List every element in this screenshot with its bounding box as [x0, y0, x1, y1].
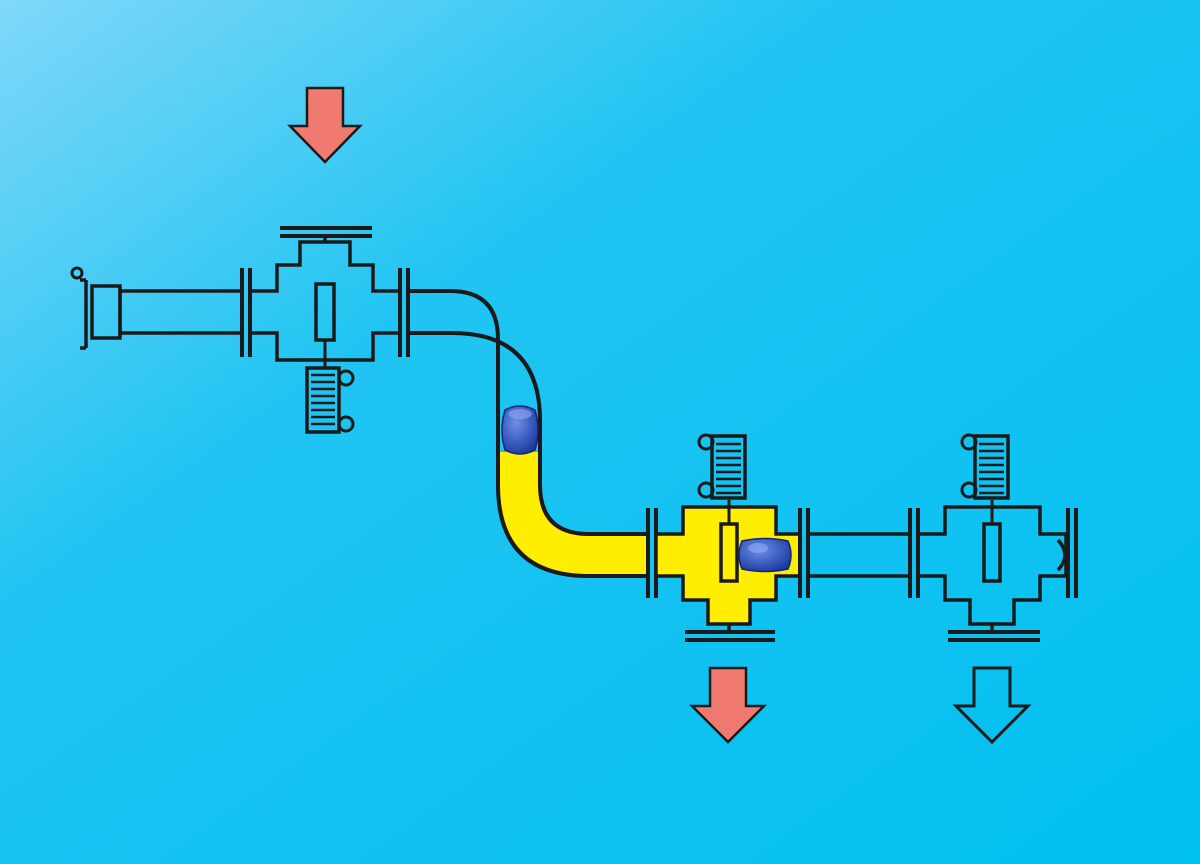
valve-2 [646, 433, 810, 642]
inlet-arrow [287, 86, 363, 164]
receiver-end [1056, 508, 1078, 598]
bend-pipe [408, 289, 646, 578]
bend-fill [498, 452, 646, 576]
valve-3-spring [960, 433, 1010, 500]
valve-1-spring [305, 366, 355, 434]
pig-in-bend [501, 405, 539, 455]
valve-1 [248, 226, 410, 434]
outlet-arrow-2 [952, 666, 1032, 745]
valve-3 [916, 433, 1068, 642]
valve-2-spring [697, 433, 747, 500]
valve-3-body [916, 505, 1068, 626]
valve-2-body [654, 505, 802, 626]
pig-in-valve-2 [738, 537, 792, 573]
outlet-arrow-1 [688, 666, 768, 744]
trap-hinge-icon [70, 266, 84, 280]
